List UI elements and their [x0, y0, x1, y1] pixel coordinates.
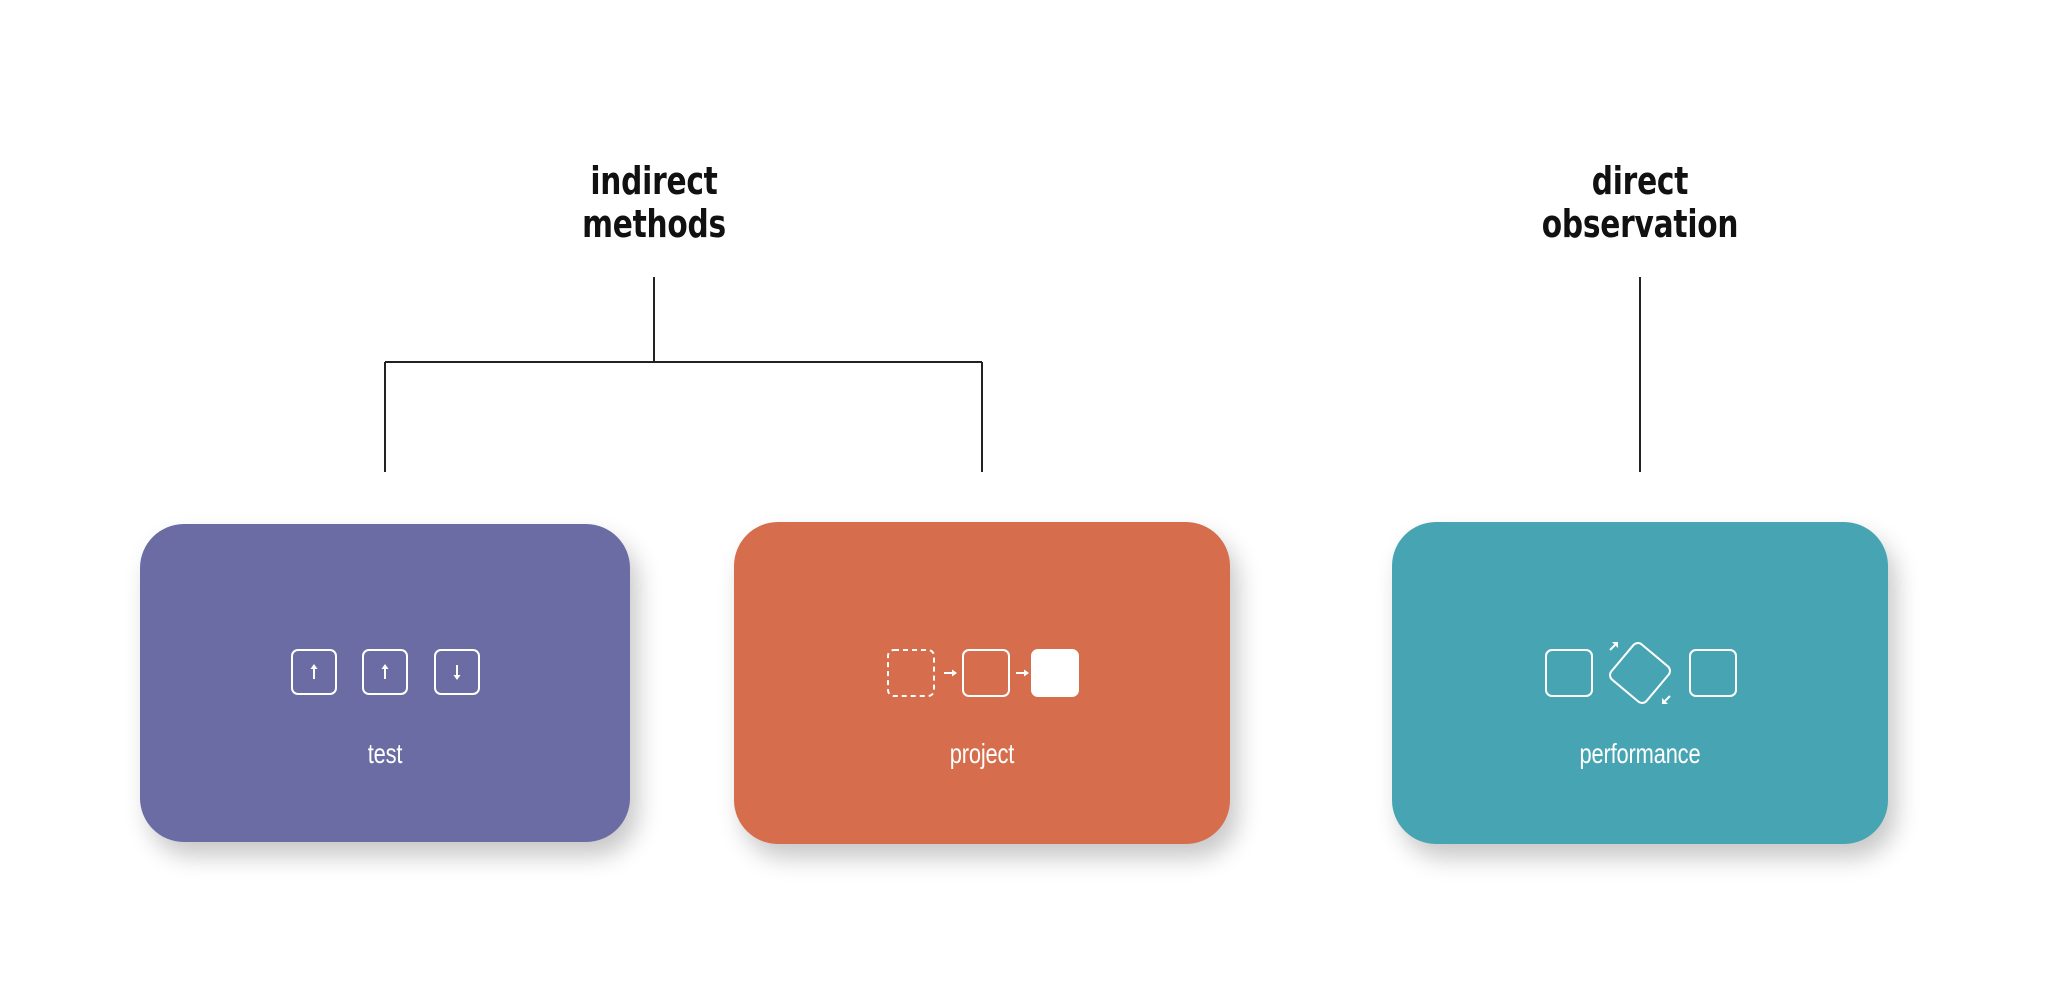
- outline-square-icon: [1545, 649, 1593, 697]
- test-label: test: [367, 738, 403, 769]
- up-arrow-icon: [291, 649, 337, 695]
- right-arrow-icon: [944, 669, 957, 677]
- test-card: test: [140, 524, 630, 842]
- direct-observation-heading: direct observation: [1507, 160, 1772, 246]
- project-card: project: [734, 522, 1230, 844]
- direct-heading-line2: observation: [1541, 202, 1739, 246]
- performance-label: performance: [1579, 738, 1701, 769]
- indirect-methods-heading: indirect methods: [521, 160, 786, 246]
- outline-square-icon: [1689, 649, 1737, 697]
- outline-square-icon: [962, 649, 1010, 697]
- project-icons: [887, 649, 1079, 697]
- filled-square-icon: [1031, 649, 1079, 697]
- direct-heading-line1: direct: [1591, 159, 1689, 203]
- indirect-heading-line2: methods: [582, 202, 726, 246]
- rotating-square-icon: [1609, 642, 1671, 704]
- test-icons: [291, 649, 480, 695]
- performance-icons: [1545, 642, 1737, 704]
- indirect-heading-line1: indirect: [590, 159, 718, 203]
- dashed-square-icon: [887, 649, 935, 697]
- project-label: project: [949, 738, 1015, 769]
- right-arrow-icon: [1016, 669, 1029, 677]
- down-arrow-icon: [434, 649, 480, 695]
- performance-card: performance: [1392, 522, 1888, 844]
- up-arrow-icon: [362, 649, 408, 695]
